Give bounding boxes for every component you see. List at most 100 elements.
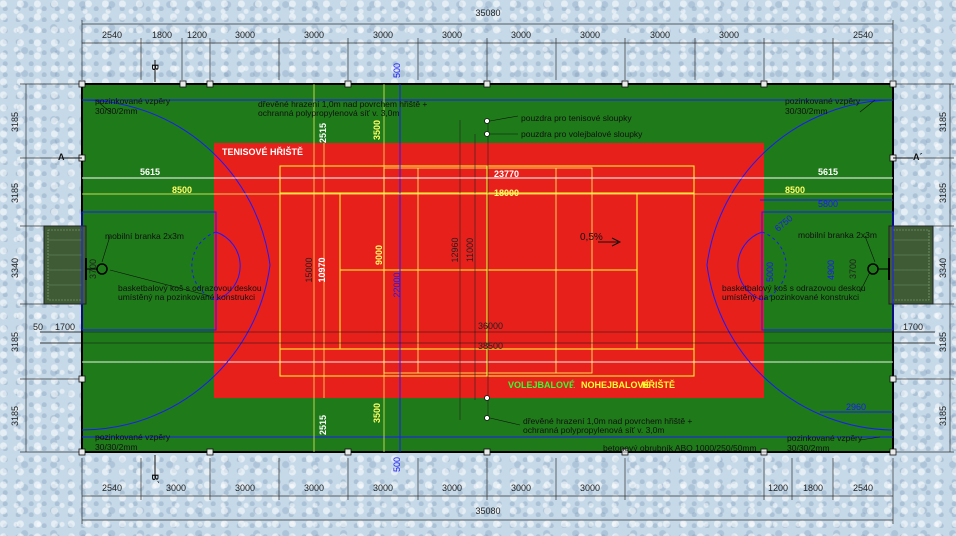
d3500-top: 3500 xyxy=(372,120,382,140)
note-vzpery-tl2: 30/30/2mm xyxy=(95,106,138,116)
d15000: 15000 xyxy=(304,257,314,282)
d23770: 23770 xyxy=(494,169,519,179)
note-hrazeni-bot1: dřevěné hrazení 1,0m nad povrchem hřiště… xyxy=(523,416,692,426)
d8500-right: 8500 xyxy=(785,185,805,195)
note-obrubnik: betonový obrubník ABO 1000/250/50mm xyxy=(603,443,757,453)
leader-lines xyxy=(95,99,881,453)
dim-top-3: 1200 xyxy=(187,30,207,40)
note-kos-left2: umístěný na pozinkované konstrukci xyxy=(118,292,255,302)
right-goal xyxy=(888,225,934,305)
dim-bot-3: 3000 xyxy=(235,483,255,493)
court-horizontal-dims xyxy=(40,177,935,344)
dim-right-4: 3185 xyxy=(938,332,948,352)
note-vzpery-bl: pozinkované vzpěry xyxy=(95,432,171,442)
right-hoop xyxy=(867,258,890,280)
d3700-right: 3700 xyxy=(848,259,858,279)
note-vzpery-br: pozinkované vzpěry xyxy=(787,433,863,443)
note-kos-right1: basketbalový koš s odrazovou deskou xyxy=(722,283,866,293)
note-branka-right: mobilní branka 2x3m xyxy=(798,230,877,240)
dim-right-3: 3340 xyxy=(938,258,948,278)
left-goal xyxy=(43,225,87,305)
total-width-bottom: 35080 xyxy=(475,506,500,516)
dim-left-50: 50 xyxy=(33,322,43,332)
d4900: 4900 xyxy=(826,260,836,280)
dim-top-1: 2540 xyxy=(102,30,122,40)
dim-left-1: 3185 xyxy=(10,112,20,132)
note-kos-right2: umístěný na pozinkované konstrukci xyxy=(722,292,859,302)
dim-right-1: 3185 xyxy=(938,112,948,132)
dim-top-7: 3000 xyxy=(442,30,462,40)
court-vertical-dims xyxy=(313,84,385,452)
dim-bot-4: 3000 xyxy=(304,483,324,493)
note-vzpery-tr2: 30/30/2mm xyxy=(785,106,828,116)
dim-right-2: 3185 xyxy=(938,183,948,203)
volejbal-part3: NOHEJBALOVÉ xyxy=(581,380,650,390)
section-b-top: B xyxy=(150,64,160,71)
dim-left-4: 3185 xyxy=(10,332,20,352)
note-branka-left: mobilní branka 2x3m xyxy=(105,231,184,241)
bottom-dims: 2540 3000 3000 3000 3000 3000 3000 3000 … xyxy=(102,483,873,493)
top-500: 500 xyxy=(392,63,402,78)
dim-top-9: 3000 xyxy=(580,30,600,40)
d5615-left: 5615 xyxy=(140,167,160,177)
top-dims: 2540 1800 1200 3000 3000 3000 3000 3000 … xyxy=(102,30,873,40)
d2515-top: 2515 xyxy=(318,123,328,143)
dim-top-2: 1800 xyxy=(152,30,172,40)
bottom-dimension-chain xyxy=(81,458,894,524)
bottom-500: 500 xyxy=(392,457,402,472)
dim-top-12: 2540 xyxy=(853,30,873,40)
volejbal-part2: A xyxy=(572,380,579,390)
d36000: 36000 xyxy=(478,321,503,331)
d2960: 2960 xyxy=(846,402,866,412)
d3700-left: 3700 xyxy=(88,259,98,279)
basketball-lines xyxy=(81,84,894,452)
dim-top-11: 3000 xyxy=(719,30,739,40)
note-kos-left1: basketbalový koš s odrazovou deskou xyxy=(118,283,262,293)
dim-right-1700: 1700 xyxy=(903,322,923,332)
d12960: 12960 xyxy=(450,237,460,262)
court-labels: TENISOVÉ HŘIŠTĚ VOLEJBALOVÉ A NOHEJBALOV… xyxy=(88,120,866,435)
dim-bot-1: 2540 xyxy=(102,483,122,493)
d18000: 18000 xyxy=(494,188,519,198)
tennis-title: TENISOVÉ HŘIŠTĚ xyxy=(222,146,303,157)
d11000: 11000 xyxy=(465,238,475,262)
dim-left-3: 3340 xyxy=(10,258,20,278)
dim-bot-7: 3000 xyxy=(511,483,531,493)
note-hrazeni-top2: ochranná polypropylenová síť v. 3,0m xyxy=(258,108,399,118)
note-pouzdra-volejbal: pouzdra pro volejbalové sloupky xyxy=(521,129,643,139)
dim-top-4: 3000 xyxy=(235,30,255,40)
note-hrazeni-bot2: ochranná polypropylenová síť v. 3,0m xyxy=(523,425,664,435)
net-posts xyxy=(484,118,490,421)
notes: pozinkované vzpěry 30/30/2mm pozinkované… xyxy=(95,96,877,453)
left-dims: 3185 3185 3340 3185 3185 xyxy=(10,112,20,426)
d5615-right: 5615 xyxy=(818,167,838,177)
d5800: 5800 xyxy=(818,199,838,209)
note-pouzdra-tenis: pouzdra pro tenisové sloupky xyxy=(521,113,632,123)
note-vzpery-tl: pozinkované vzpěry xyxy=(95,96,171,106)
tennis-lines xyxy=(279,165,695,377)
volejbal-part1: VOLEJBALOVÉ xyxy=(508,380,575,390)
note-hrazeni-top1: dřevěné hrazení 1,0m nad povrchem hřiště… xyxy=(258,99,427,109)
dim-top-10: 3000 xyxy=(650,30,670,40)
slope-arrow xyxy=(598,237,622,247)
section-a-right: A´ xyxy=(913,152,923,162)
volejbal-part4: HŘIŠTĚ xyxy=(642,379,675,390)
dim-bot-2: 3000 xyxy=(166,483,186,493)
right-dims: 3185 3185 3340 3185 3185 xyxy=(938,112,948,426)
dim-bot-6: 3000 xyxy=(442,483,462,493)
d9000: 9000 xyxy=(374,245,384,265)
total-width-top: 35080 xyxy=(475,8,500,18)
dim-right-5: 3185 xyxy=(938,406,948,426)
d10970: 10970 xyxy=(317,257,327,282)
dim-bot-9: 1200 xyxy=(768,483,788,493)
left-hoop xyxy=(85,258,108,280)
section-b-bottom: B´ xyxy=(150,474,160,484)
d3500-bot: 3500 xyxy=(372,403,382,423)
note-vzpery-bl2: 30/30/2mm xyxy=(95,442,138,452)
dim-top-6: 3000 xyxy=(373,30,393,40)
dim-top-5: 3000 xyxy=(304,30,324,40)
top-dimension-chain xyxy=(81,20,894,80)
dim-top-8: 3000 xyxy=(511,30,531,40)
d38500: 38500 xyxy=(478,341,503,351)
